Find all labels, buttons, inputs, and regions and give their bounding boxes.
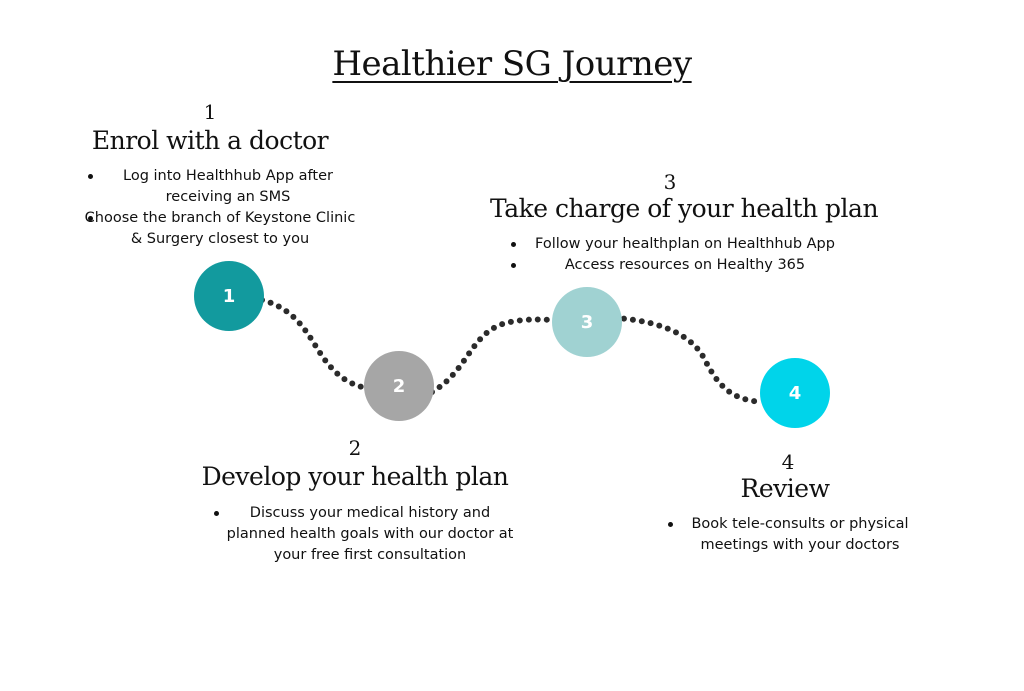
step-2-bullet: Discuss your medical history and planned… bbox=[214, 503, 520, 566]
step-4-circle: 4 bbox=[760, 358, 830, 428]
step-3-bullet: Access resources on Healthy 365 bbox=[505, 255, 865, 276]
step-3-heading: Take charge of your health plan bbox=[490, 194, 879, 223]
step-4-number: 4 bbox=[781, 450, 795, 474]
step-2-bullets: Discuss your medical history and planned… bbox=[214, 503, 520, 566]
step-4-circle-label: 4 bbox=[788, 382, 802, 404]
step-1-bullet: Log into Healthhub App after receiving a… bbox=[80, 166, 360, 208]
step-2-heading: Develop your health plan bbox=[201, 462, 509, 491]
step-1-bullet: Choose the branch of Keystone Clinic & S… bbox=[80, 208, 360, 250]
step-1-heading: Enrol with a doctor bbox=[91, 126, 329, 155]
step-1-bullets: Log into Healthhub App after receiving a… bbox=[80, 166, 360, 250]
step-4-bullet: Book tele-consults or physical meetings … bbox=[668, 514, 930, 556]
step-2-circle: 2 bbox=[364, 351, 434, 421]
step-3-bullets: Follow your healthplan on Healthhub App … bbox=[505, 234, 865, 276]
step-2-number: 2 bbox=[348, 436, 362, 460]
step-1-circle: 1 bbox=[194, 261, 264, 331]
step-1-number: 1 bbox=[203, 100, 217, 124]
dotted-connector bbox=[259, 297, 765, 405]
step-4-bullets: Book tele-consults or physical meetings … bbox=[668, 514, 930, 556]
step-3-bullet: Follow your healthplan on Healthhub App bbox=[505, 234, 865, 255]
step-3-circle-label: 3 bbox=[580, 311, 594, 333]
step-2-circle-label: 2 bbox=[392, 375, 406, 397]
step-4-heading: Review bbox=[740, 474, 830, 503]
step-1-circle-label: 1 bbox=[222, 285, 236, 307]
step-3-circle: 3 bbox=[552, 287, 622, 357]
step-3-number: 3 bbox=[663, 170, 677, 194]
page-title: Healthier SG Journey bbox=[332, 44, 692, 84]
